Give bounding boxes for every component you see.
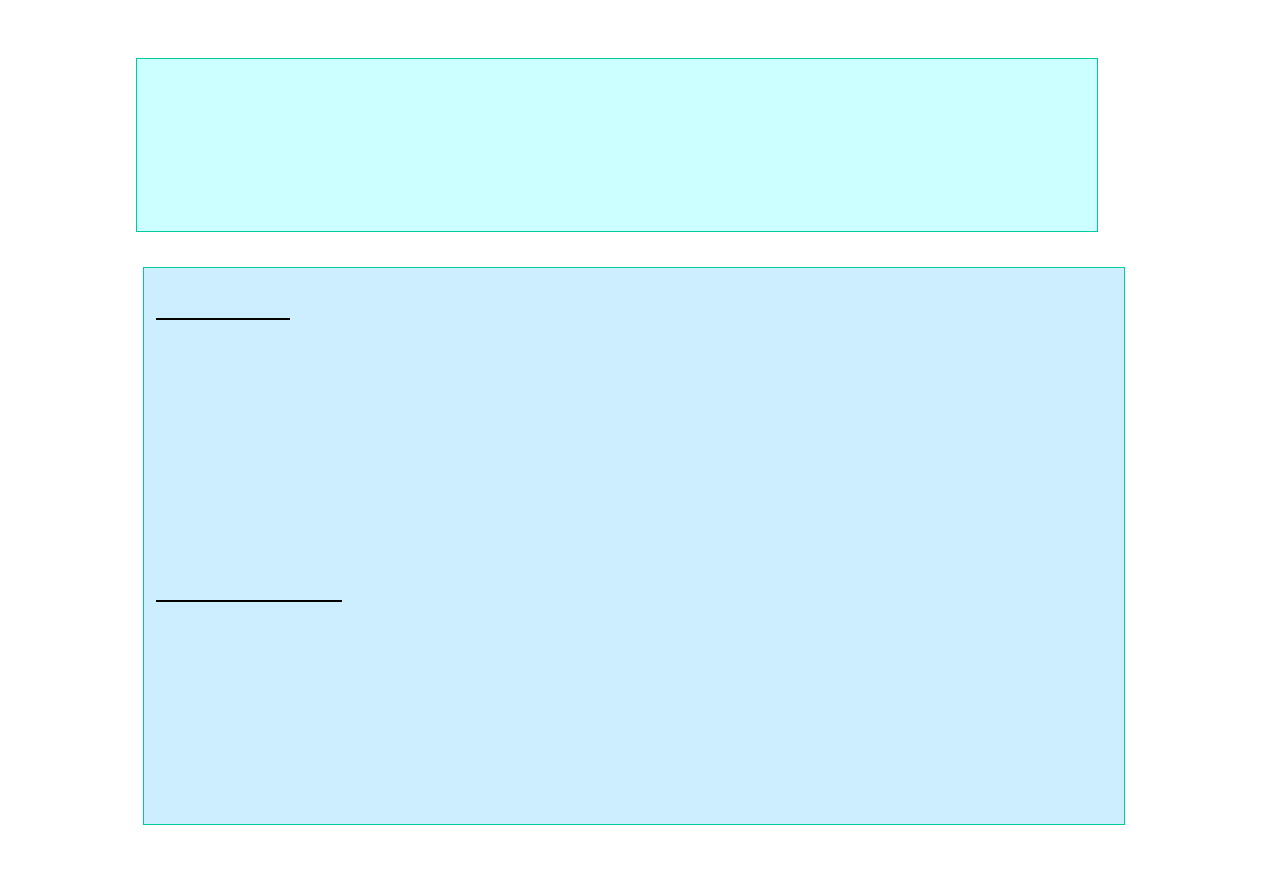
section-underline-2 [156, 600, 342, 602]
section-underline-1 [156, 318, 290, 320]
content-box [143, 267, 1125, 825]
title-box [136, 58, 1098, 232]
